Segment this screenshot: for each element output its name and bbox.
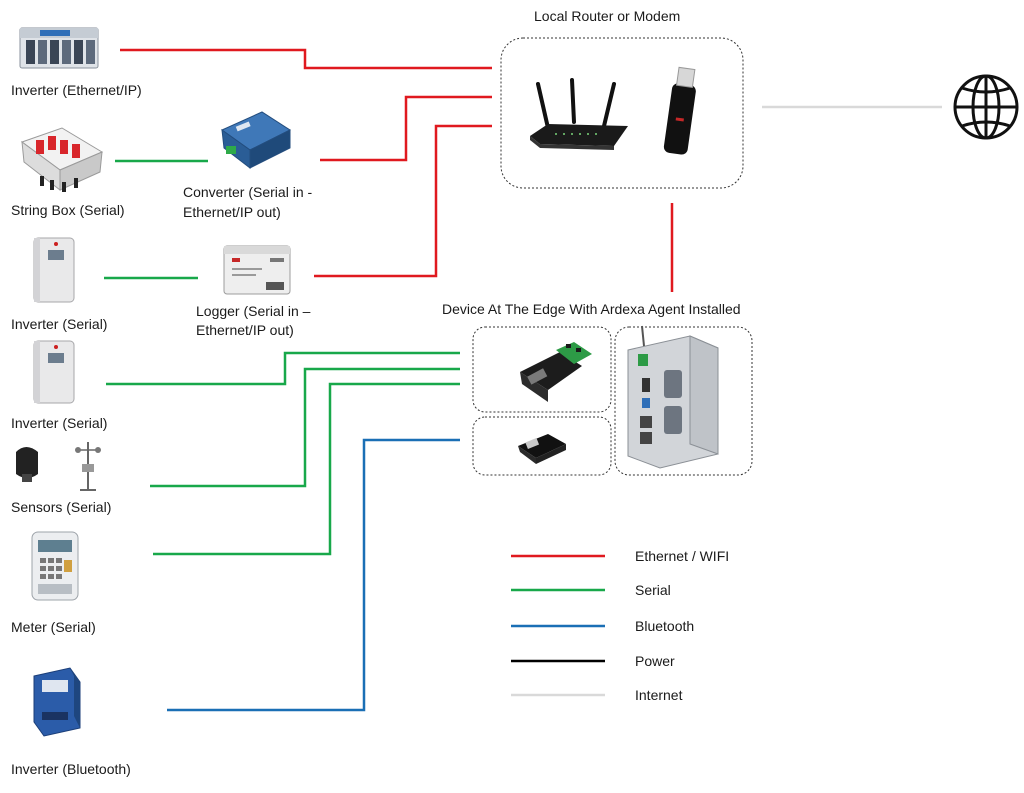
- serial-line-meter: [153, 382, 460, 556]
- ethernet-line-converter: [320, 95, 492, 162]
- label-logger-line1: Logger (Serial in –: [196, 303, 311, 319]
- globe-icon: [953, 74, 1019, 140]
- meter-icon: [31, 531, 79, 601]
- label-converter-line2: Ethernet/IP out): [183, 204, 281, 220]
- legend-label-internet: Internet: [635, 687, 683, 703]
- router-icon: [530, 78, 628, 150]
- label-inverter-serial-2: Inverter (Serial): [11, 415, 108, 431]
- inverter-bluetooth-icon: [33, 667, 81, 737]
- serial-adapter-icon: [520, 342, 592, 402]
- legend-label-bluetooth: Bluetooth: [635, 618, 695, 634]
- bluetooth-line-inverter: [167, 438, 460, 712]
- label-string-box: String Box (Serial): [11, 202, 125, 218]
- legend-label-ethernet: Ethernet / WIFI: [635, 548, 730, 564]
- ethernet-line-inverter: [120, 48, 492, 70]
- label-inverter-bluetooth: Inverter (Bluetooth): [11, 761, 131, 777]
- legend-swatches: [511, 554, 605, 697]
- router-title: Local Router or Modem: [534, 8, 681, 24]
- label-meter: Meter (Serial): [11, 619, 96, 635]
- edge-bluetooth-dongle-box: [472, 416, 612, 476]
- legend-label-power: Power: [635, 653, 675, 669]
- bluetooth-dongle-icon: [518, 434, 566, 464]
- ct-clamp-sensor-icon: [16, 447, 38, 482]
- label-inverter-serial-1: Inverter (Serial): [11, 316, 108, 332]
- weather-station-icon: [75, 442, 101, 491]
- ethernet-line-logger: [314, 124, 492, 278]
- edge-serial-adapter-box: [472, 326, 612, 413]
- legend-label-serial: Serial: [635, 582, 671, 598]
- serial-line-sensors: [150, 367, 460, 488]
- logger-icon: [223, 245, 291, 295]
- label-inverter-ethernet: Inverter (Ethernet/IP): [11, 82, 142, 98]
- serial-line-inverter-2: [106, 351, 460, 386]
- string-box-icon: [20, 127, 104, 192]
- rack-inverter-icon: [19, 27, 99, 69]
- inverter-serial-icon-2: [33, 340, 75, 404]
- label-sensors: Sensors (Serial): [11, 499, 112, 515]
- edge-device-title: Device At The Edge With Ardexa Agent Ins…: [442, 301, 741, 317]
- usb-modem-icon: [663, 66, 696, 155]
- inverter-serial-icon-1: [33, 237, 75, 303]
- label-logger-line2: Ethernet/IP out): [196, 322, 294, 338]
- router-group-box: [500, 37, 744, 189]
- label-converter-line1: Converter (Serial in -: [183, 184, 313, 200]
- converter-icon: [221, 111, 292, 170]
- edge-gateway-icon: [627, 325, 719, 469]
